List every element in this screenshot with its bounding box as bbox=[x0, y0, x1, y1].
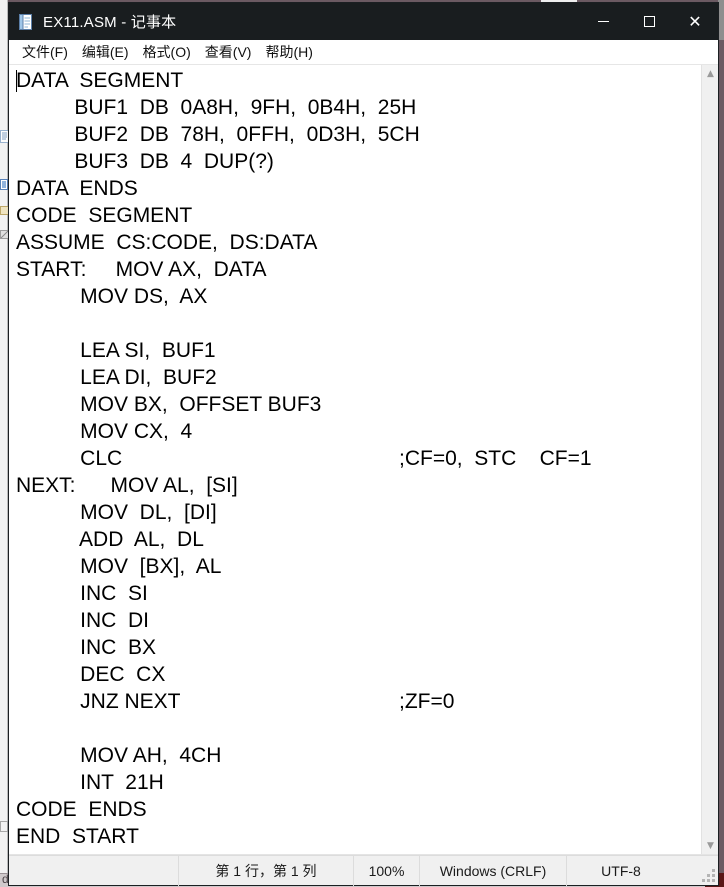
close-button[interactable]: ✕ bbox=[672, 3, 718, 40]
status-separator bbox=[353, 855, 354, 886]
code-line: DATA ENDS bbox=[16, 177, 138, 200]
code-line: MOV BX, OFFSET BUF3 bbox=[16, 393, 322, 416]
code-line: ASSUME CS:CODE, DS:DATA bbox=[16, 231, 318, 254]
code-line: DEC CX bbox=[16, 663, 166, 686]
code-line: BUF3 DB 4 DUP(?) bbox=[16, 150, 274, 173]
desktop-icon-folder bbox=[0, 204, 9, 217]
code-line: END START bbox=[16, 825, 139, 848]
menu-item-edit[interactable]: 编辑(E) bbox=[81, 44, 129, 60]
status-cursor-position: 第 1 行，第 1 列 bbox=[215, 862, 317, 879]
code-line: LEA DI, BUF2 bbox=[16, 366, 217, 389]
maximize-icon bbox=[643, 16, 655, 27]
code-line bbox=[9, 310, 701, 337]
minimize-icon bbox=[597, 21, 609, 22]
text-editor-surface[interactable]: DATA SEGMENT BUF1 DB 0A8H, 9FH, 0B4H, 25… bbox=[9, 65, 701, 854]
menu-item-view[interactable]: 查看(V) bbox=[204, 44, 252, 60]
desktop-icon-app bbox=[0, 178, 9, 191]
menu-item-format[interactable]: 格式(O) bbox=[142, 44, 191, 60]
desktop-icon-misc bbox=[0, 228, 9, 241]
status-separator bbox=[178, 855, 179, 886]
status-separator bbox=[419, 855, 420, 886]
code-line: NEXT: MOV AL, [SI] bbox=[16, 474, 238, 497]
background-window-right-strip bbox=[718, 0, 724, 40]
code-line: MOV AH, 4CH bbox=[16, 744, 222, 767]
code-line: CLC;CF=0, STC CF=1 bbox=[16, 447, 592, 470]
close-icon: ✕ bbox=[688, 11, 702, 31]
status-bar: 第 1 行，第 1 列 100% Windows (CRLF) UTF-8 bbox=[9, 855, 718, 886]
desktop-icon-document bbox=[0, 130, 9, 143]
menu-item-help[interactable]: 帮助(H) bbox=[265, 44, 313, 60]
status-zoom-level[interactable]: 100% bbox=[368, 862, 405, 879]
code-line: MOV [BX], AL bbox=[16, 555, 222, 578]
status-separator bbox=[566, 855, 567, 886]
code-line: CODE ENDS bbox=[16, 798, 147, 821]
code-line bbox=[9, 715, 701, 742]
code-line: INC SI bbox=[16, 582, 148, 605]
code-line: BUF1 DB 0A8H, 9FH, 0B4H, 25H bbox=[16, 96, 417, 119]
menu-item-file[interactable]: 文件(F) bbox=[22, 44, 68, 60]
code-line: INC DI bbox=[16, 609, 150, 632]
code-line: INC BX bbox=[16, 636, 157, 659]
desktop-icon-extra bbox=[0, 820, 9, 833]
code-line: MOV DS, AX bbox=[16, 285, 208, 308]
code-line: ADD AL, DL bbox=[16, 528, 204, 551]
maximize-button[interactable] bbox=[626, 3, 672, 40]
background-window-left-strip bbox=[0, 0, 8, 873]
code-line: LEA SI, BUF1 bbox=[16, 339, 216, 362]
code-line: START: MOV AX, DATA bbox=[16, 258, 267, 281]
minimize-button[interactable] bbox=[580, 3, 626, 40]
status-encoding[interactable]: UTF-8 bbox=[601, 862, 641, 879]
status-line-ending[interactable]: Windows (CRLF) bbox=[439, 862, 547, 879]
status-bar-spacer bbox=[9, 856, 178, 886]
code-line: CODE SEGMENT bbox=[16, 204, 193, 227]
code-line: MOV DL, [DI] bbox=[16, 501, 217, 524]
window-title: EX11.ASM - 记事本 bbox=[43, 14, 177, 31]
code-comment: ;CF=0, STC CF=1 bbox=[399, 447, 592, 470]
scroll-down-icon[interactable]: ▼ bbox=[707, 840, 714, 851]
window-controls: ✕ bbox=[580, 3, 718, 40]
vertical-scrollbar[interactable]: ▲ ▼ bbox=[701, 65, 718, 854]
code-line: MOV CX, 4 bbox=[16, 420, 193, 443]
scroll-up-icon[interactable]: ▲ bbox=[707, 68, 714, 79]
code-line: INT 21H bbox=[16, 771, 164, 794]
menu-bar: 文件(F) 编辑(E) 格式(O) 查看(V) 帮助(H) bbox=[9, 40, 718, 65]
resize-grip[interactable] bbox=[702, 869, 715, 882]
notepad-window: EX11.ASM - 记事本 ✕ 文件(F) 编辑(E) 格式(O) 查看(V)… bbox=[9, 3, 718, 886]
code-line: DATA SEGMENT bbox=[16, 69, 184, 92]
title-bar[interactable]: EX11.ASM - 记事本 ✕ bbox=[9, 3, 718, 40]
scrollbar-thumb[interactable] bbox=[702, 82, 718, 826]
code-line: JNZ NEXT;ZF=0 bbox=[16, 690, 455, 713]
code-comment: ;ZF=0 bbox=[399, 690, 455, 713]
notepad-icon bbox=[17, 13, 35, 31]
text-caret bbox=[16, 70, 17, 92]
editor-area[interactable]: DATA SEGMENT BUF1 DB 0A8H, 9FH, 0B4H, 25… bbox=[9, 65, 718, 855]
code-line: BUF2 DB 78H, 0FFH, 0D3H, 5CH bbox=[16, 123, 420, 146]
